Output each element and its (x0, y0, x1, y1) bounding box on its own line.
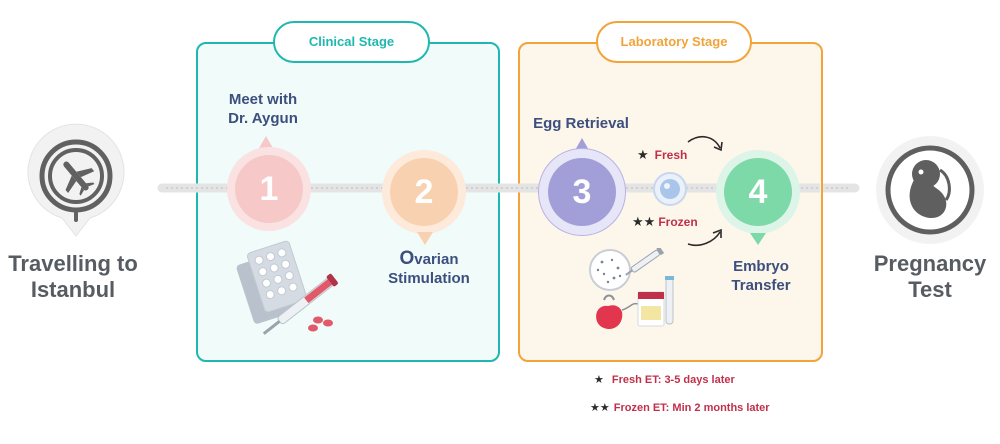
fresh-note: ★ Fresh ET: 3-5 days later (594, 373, 735, 386)
step-3-label-line1: Egg Retrieval (533, 115, 629, 132)
step-1-number: 1 (235, 155, 303, 223)
embryo-icon (876, 136, 984, 244)
step-1-label-line2: Dr. Aygun (228, 110, 298, 127)
step-2-pointer (417, 232, 433, 245)
start-label-line1: Travelling to (8, 251, 138, 276)
airplane-pin-icon (27, 123, 125, 237)
step-3-number: 3 (548, 158, 616, 226)
fresh-branch-label: ★ Fresh (637, 147, 687, 163)
laboratory-illustration (589, 248, 674, 330)
step-1-label: Meet with Dr. Aygun (210, 90, 316, 128)
step-2-number: 2 (390, 158, 458, 226)
step-4-number: 4 (724, 158, 792, 226)
start-label-line2: Istanbul (30, 277, 116, 302)
end-label-line2: Test (908, 277, 952, 302)
star-icon: ★ (637, 147, 649, 162)
fresh-branch-text: Fresh (654, 148, 688, 162)
star-icon: ★ (594, 374, 604, 386)
step-3-label: Egg Retrieval (526, 114, 636, 133)
step-4-pointer (750, 233, 766, 245)
step-1-pointer (258, 136, 274, 150)
clinical-stage-title: Clinical Stage (273, 21, 430, 63)
fresh-arrow-icon (687, 135, 723, 152)
frozen-note: ★★Frozen ET: Min 2 months later (590, 401, 770, 414)
start-label: Travelling to Istanbul (2, 251, 144, 303)
fresh-note-text: Fresh ET: 3-5 days later (611, 374, 735, 386)
end-label: Pregnancy Test (862, 251, 998, 303)
step-2-label: Ovarian Stimulation (376, 249, 482, 288)
step-4-label: Embryo Transfer (708, 257, 814, 295)
step-4-label-line2: Transfer (731, 277, 791, 294)
medication-illustration (236, 240, 338, 335)
end-label-line1: Pregnancy (873, 251, 987, 276)
frozen-arrow-icon (687, 228, 722, 247)
step-1-label-line1: Meet with (228, 91, 298, 108)
double-star-icon: ★★ (590, 402, 610, 414)
frozen-branch-label: ★★Frozen (632, 214, 698, 230)
laboratory-stage-title: Laboratory Stage (596, 21, 752, 63)
egg-cell-icon (653, 172, 687, 206)
frozen-branch-text: Frozen (658, 215, 698, 229)
step-2-label-rest: varian (414, 251, 459, 268)
step-4-label-line1: Embryo (733, 258, 789, 275)
step-2-label-line2: Stimulation (388, 270, 470, 287)
frozen-note-text: Frozen ET: Min 2 months later (613, 402, 770, 414)
step-2-label-initial: O (399, 248, 415, 269)
double-star-icon: ★★ (632, 214, 656, 229)
